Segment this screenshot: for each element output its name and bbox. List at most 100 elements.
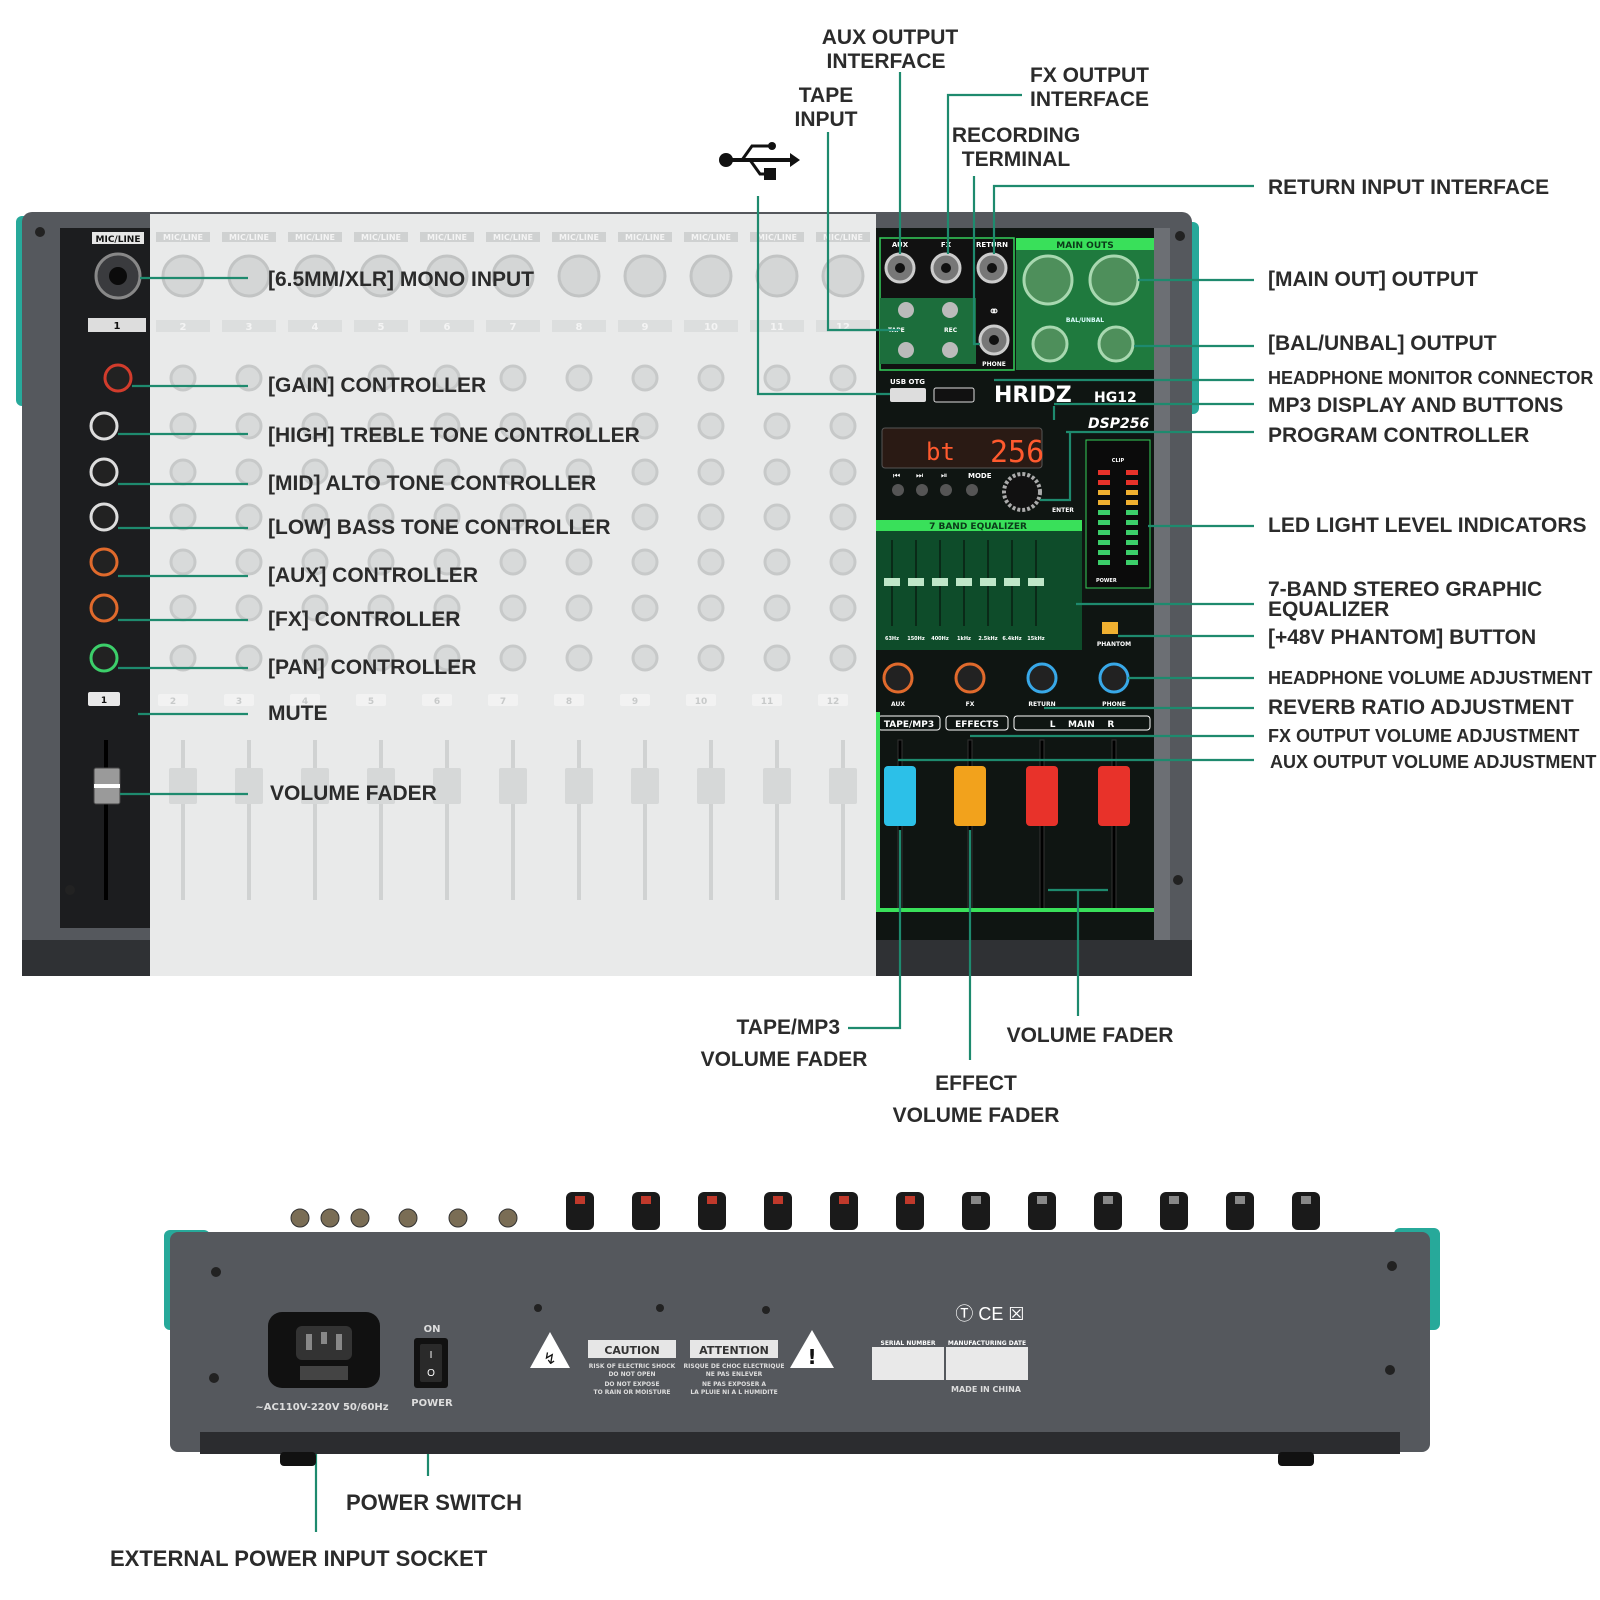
faded-knob[interactable] — [433, 458, 461, 486]
faded-knob[interactable] — [763, 548, 791, 576]
faded-knob[interactable] — [433, 412, 461, 440]
faded-knob[interactable] — [301, 412, 329, 440]
faded-knob[interactable] — [829, 458, 857, 486]
fx-knob[interactable] — [89, 593, 119, 623]
faded-knob[interactable] — [235, 503, 263, 531]
eq-slider-cap[interactable] — [1004, 578, 1020, 586]
faded-mute-button[interactable] — [686, 694, 716, 706]
faded-knob[interactable] — [235, 412, 263, 440]
main-out-l-xlr[interactable] — [1022, 254, 1074, 306]
play-pause-button-icon[interactable]: ⏯ — [941, 471, 947, 480]
faded-knob[interactable] — [565, 644, 593, 672]
faded-knob[interactable] — [499, 458, 527, 486]
rec-out-r-jack[interactable] — [942, 342, 958, 358]
faded-knob[interactable] — [763, 503, 791, 531]
faded-fader-cap[interactable] — [235, 768, 263, 804]
program-knob[interactable] — [1002, 472, 1042, 512]
faded-knob[interactable] — [367, 458, 395, 486]
faded-knob[interactable] — [631, 644, 659, 672]
faded-knob[interactable] — [565, 594, 593, 622]
faded-mute-button[interactable] — [290, 694, 320, 706]
faded-knob[interactable] — [169, 503, 197, 531]
faded-knob[interactable] — [301, 548, 329, 576]
faded-knob[interactable] — [829, 644, 857, 672]
faded-knob[interactable] — [697, 548, 725, 576]
mp3-button[interactable] — [940, 484, 952, 496]
mp3-button[interactable] — [916, 484, 928, 496]
main-r-fader[interactable] — [1098, 766, 1130, 826]
faded-knob[interactable] — [763, 412, 791, 440]
faded-knob[interactable] — [433, 644, 461, 672]
faded-xlr-jack[interactable] — [821, 254, 865, 298]
faded-fader-cap[interactable] — [565, 768, 593, 804]
faded-fader-cap[interactable] — [829, 768, 857, 804]
main-out-r-xlr[interactable] — [1088, 254, 1140, 306]
effects-fader[interactable] — [954, 766, 986, 826]
tape-input-l-jack[interactable] — [898, 302, 914, 318]
faded-knob[interactable] — [565, 548, 593, 576]
faded-xlr-jack[interactable] — [161, 254, 205, 298]
faded-knob[interactable] — [763, 644, 791, 672]
tape-mp3-fader[interactable] — [884, 766, 916, 826]
phantom-button[interactable] — [1102, 622, 1118, 634]
mp3-button[interactable] — [966, 484, 978, 496]
faded-mute-button[interactable] — [488, 694, 518, 706]
faded-mute-button[interactable] — [224, 694, 254, 706]
usb-port[interactable] — [890, 388, 926, 402]
faded-xlr-jack[interactable] — [227, 254, 271, 298]
faded-knob[interactable] — [631, 412, 659, 440]
faded-knob[interactable] — [697, 364, 725, 392]
faded-knob[interactable] — [235, 458, 263, 486]
return-master-knob[interactable] — [1026, 662, 1058, 694]
faded-knob[interactable] — [631, 503, 659, 531]
faded-knob[interactable] — [565, 412, 593, 440]
faded-fader-cap[interactable] — [697, 768, 725, 804]
faded-fader-cap[interactable] — [169, 768, 197, 804]
faded-knob[interactable] — [367, 594, 395, 622]
faded-fader-cap[interactable] — [367, 768, 395, 804]
faded-knob[interactable] — [631, 364, 659, 392]
faded-xlr-jack[interactable] — [557, 254, 601, 298]
faded-knob[interactable] — [499, 412, 527, 440]
faded-knob[interactable] — [565, 503, 593, 531]
faded-knob[interactable] — [631, 594, 659, 622]
faded-knob[interactable] — [697, 594, 725, 622]
faded-knob[interactable] — [697, 458, 725, 486]
high-knob[interactable] — [89, 411, 119, 441]
mp3-button[interactable] — [892, 484, 904, 496]
faded-xlr-jack[interactable] — [293, 254, 337, 298]
faded-xlr-jack[interactable] — [425, 254, 469, 298]
faded-knob[interactable] — [169, 458, 197, 486]
fx-master-knob[interactable] — [954, 662, 986, 694]
faded-knob[interactable] — [697, 503, 725, 531]
faded-knob[interactable] — [367, 644, 395, 672]
faded-knob[interactable] — [433, 503, 461, 531]
faded-knob[interactable] — [235, 548, 263, 576]
low-knob[interactable] — [89, 502, 119, 532]
prev-button-icon[interactable]: ⏮ — [893, 471, 900, 480]
faded-xlr-jack[interactable] — [491, 254, 535, 298]
faded-mute-button[interactable] — [422, 694, 452, 706]
bal-unbal-ml-jack[interactable] — [1031, 325, 1069, 363]
eq-slider-cap[interactable] — [980, 578, 996, 586]
faded-knob[interactable] — [697, 412, 725, 440]
eq-slider-cap[interactable] — [932, 578, 948, 586]
faded-knob[interactable] — [367, 503, 395, 531]
faded-fader-cap[interactable] — [499, 768, 527, 804]
faded-knob[interactable] — [367, 548, 395, 576]
faded-knob[interactable] — [829, 594, 857, 622]
faded-knob[interactable] — [301, 644, 329, 672]
faded-knob[interactable] — [169, 412, 197, 440]
mid-knob[interactable] — [89, 457, 119, 487]
aux-knob[interactable] — [89, 547, 119, 577]
faded-knob[interactable] — [829, 412, 857, 440]
faded-knob[interactable] — [763, 364, 791, 392]
eq-slider-cap[interactable] — [884, 578, 900, 586]
faded-fader-cap[interactable] — [433, 768, 461, 804]
faded-knob[interactable] — [763, 594, 791, 622]
faded-knob[interactable] — [433, 594, 461, 622]
faded-fader-cap[interactable] — [301, 768, 329, 804]
faded-mute-button[interactable] — [818, 694, 848, 706]
aux-master-knob[interactable] — [882, 662, 914, 694]
faded-knob[interactable] — [433, 364, 461, 392]
